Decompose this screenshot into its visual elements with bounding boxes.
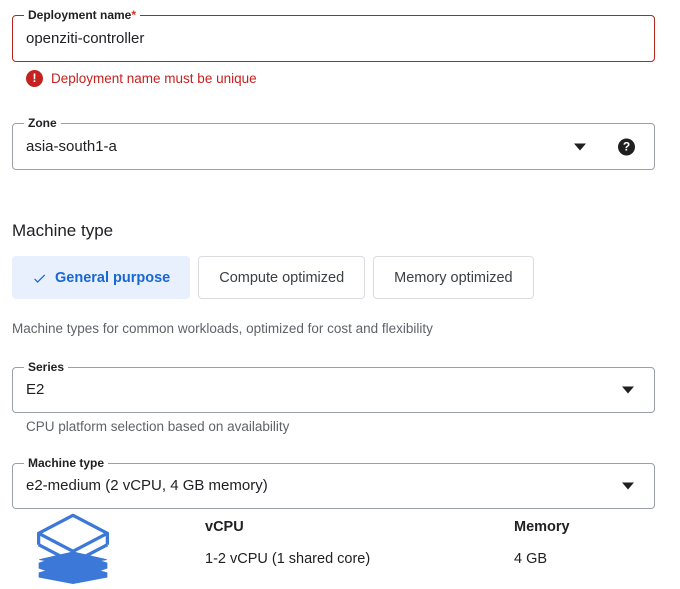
help-question-icon[interactable]: ? <box>618 138 635 155</box>
chevron-down-icon[interactable] <box>622 482 634 490</box>
machine-type-field[interactable]: Machine type e2-medium (2 vCPU, 4 GB mem… <box>12 456 655 509</box>
spec-vcpu-value: 1-2 vCPU (1 shared core) <box>205 551 371 567</box>
deployment-name-field[interactable]: Deployment name* openziti-controller <box>12 8 655 62</box>
spec-column-memory: Memory 4 GB <box>514 518 570 569</box>
deployment-name-error-text: Deployment name must be unique <box>51 71 257 86</box>
tab-memory-optimized[interactable]: Memory optimized <box>373 256 534 299</box>
zone-label: Zone <box>24 116 61 130</box>
machine-type-tabs-helper-text: Machine types for common workloads, opti… <box>12 321 433 336</box>
spec-vcpu-header: vCPU <box>205 519 244 535</box>
chevron-down-icon[interactable] <box>574 143 586 150</box>
check-icon <box>32 271 46 285</box>
series-label: Series <box>24 360 69 374</box>
tab-general-purpose-label: General purpose <box>55 269 171 286</box>
machine-type-tabs: General purpose Compute optimized Memory… <box>12 256 534 299</box>
deployment-name-label-text: Deployment name <box>28 8 132 22</box>
spec-column-vcpu: vCPU 1-2 vCPU (1 shared core) <box>205 518 370 569</box>
series-field[interactable]: Series E2 <box>12 360 655 413</box>
series-helper-text: CPU platform selection based on availabi… <box>26 419 290 434</box>
zone-selected-value[interactable]: asia-south1-a <box>26 137 117 155</box>
tab-compute-optimized-label: Compute optimized <box>219 269 345 286</box>
deployment-name-label: Deployment name* <box>24 8 141 22</box>
machine-type-label: Machine type <box>24 456 109 470</box>
deployment-name-error: ! Deployment name must be unique <box>26 70 257 87</box>
machine-type-selected-value[interactable]: e2-medium (2 vCPU, 4 GB memory) <box>26 477 268 494</box>
machine-type-section-title: Machine type <box>12 221 114 240</box>
deployment-name-input-value[interactable]: openziti-controller <box>26 29 145 47</box>
chevron-down-icon[interactable] <box>622 386 634 394</box>
stacked-layers-icon <box>31 512 115 584</box>
tab-general-purpose[interactable]: General purpose <box>12 256 191 299</box>
spec-memory-value: 4 GB <box>514 551 548 567</box>
spec-memory-header: Memory <box>514 519 570 535</box>
series-selected-value[interactable]: E2 <box>26 381 45 398</box>
error-exclamation-icon: ! <box>26 70 43 87</box>
tab-compute-optimized[interactable]: Compute optimized <box>198 256 366 299</box>
required-asterisk: * <box>131 8 137 22</box>
tab-memory-optimized-label: Memory optimized <box>394 269 513 286</box>
zone-field[interactable]: Zone asia-south1-a ? <box>12 116 655 170</box>
